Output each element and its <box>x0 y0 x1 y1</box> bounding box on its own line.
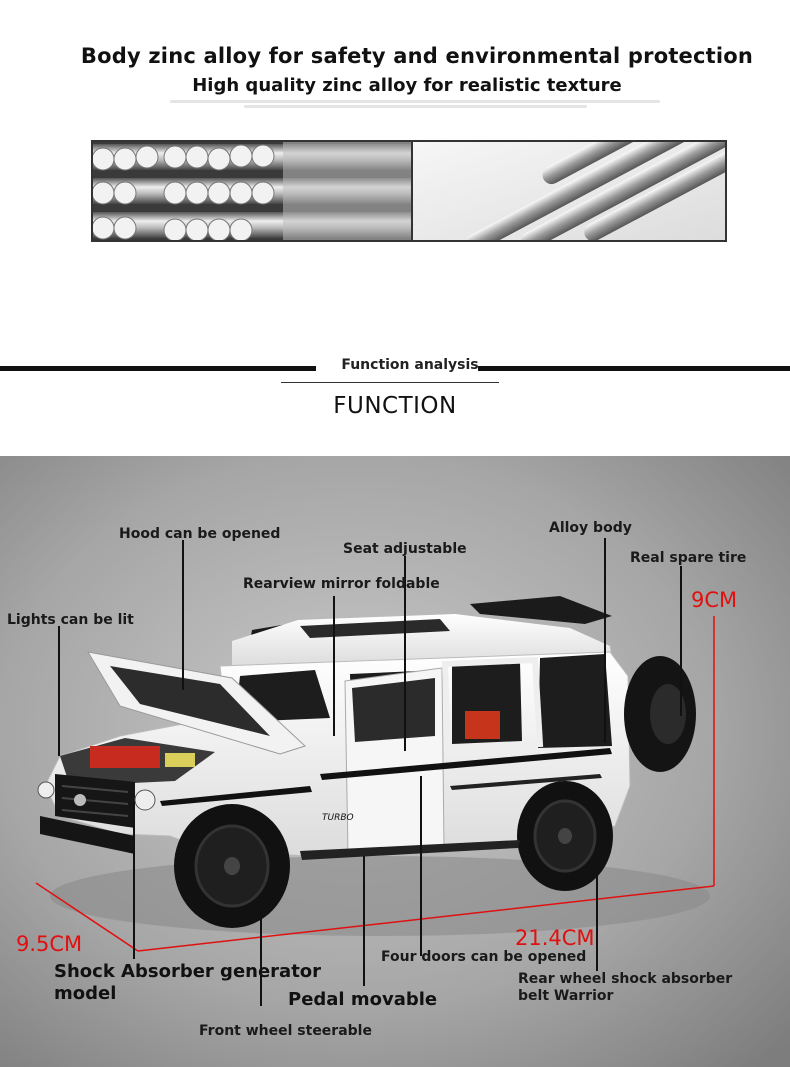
header-subtitle: High quality zinc alloy for realistic te… <box>192 75 622 96</box>
dimension-height: 9CM <box>691 588 738 612</box>
faint-caption-lines <box>170 98 660 112</box>
leader-rear-wheel <box>596 851 598 971</box>
leader-shock <box>133 801 135 959</box>
section-title: FUNCTION <box>333 393 457 419</box>
leader-spare-tire <box>680 566 682 716</box>
divider-right <box>478 366 790 371</box>
car-model-illustration: TURBO <box>0 456 790 1067</box>
feature-front-wheel-label: Front wheel steerable <box>199 1023 372 1039</box>
leader-doors <box>420 776 422 956</box>
leader-front-wheel <box>260 896 262 1006</box>
divider-left <box>0 366 316 371</box>
feature-lights-label: Lights can be lit <box>7 612 134 628</box>
feature-seat-label: Seat adjustable <box>343 541 467 557</box>
feature-mirror-label: Rearview mirror foldable <box>243 576 440 592</box>
product-feature-image: TURBO Hood can be opened Seat adjustable… <box>0 456 790 1067</box>
feature-doors-label: Four doors can be opened <box>381 949 587 965</box>
feature-pedal-label: Pedal movable <box>288 989 438 1010</box>
leader-lights <box>58 626 60 756</box>
leader-seat <box>404 556 406 751</box>
leader-hood <box>182 540 184 690</box>
section-label: Function analysis <box>341 357 479 373</box>
header-title: Body zinc alloy for safety and environme… <box>80 44 754 68</box>
dimension-width: 9.5CM <box>16 932 83 956</box>
dimension-length: 21.4CM <box>515 926 595 950</box>
feature-hood-label: Hood can be opened <box>119 526 281 542</box>
feature-rear-wheel-label: Rear wheel shock absorber belt Warrior <box>518 971 733 1004</box>
leader-mirror <box>333 596 335 736</box>
feature-shock-absorber-label: Shock Absorber generator model <box>54 961 322 1004</box>
feature-spare-tire-label: Real spare tire <box>630 550 747 566</box>
svg-text:TURBO: TURBO <box>322 813 354 823</box>
section-underline <box>281 382 499 383</box>
leader-alloy-body <box>604 538 606 743</box>
zinc-alloy-photo-strip <box>91 140 727 242</box>
stacked-alloy-rods-image <box>93 142 411 240</box>
feature-alloy-body-label: Alloy body <box>549 520 632 536</box>
polished-alloy-bars-image <box>411 142 725 240</box>
leader-pedal <box>363 856 365 986</box>
